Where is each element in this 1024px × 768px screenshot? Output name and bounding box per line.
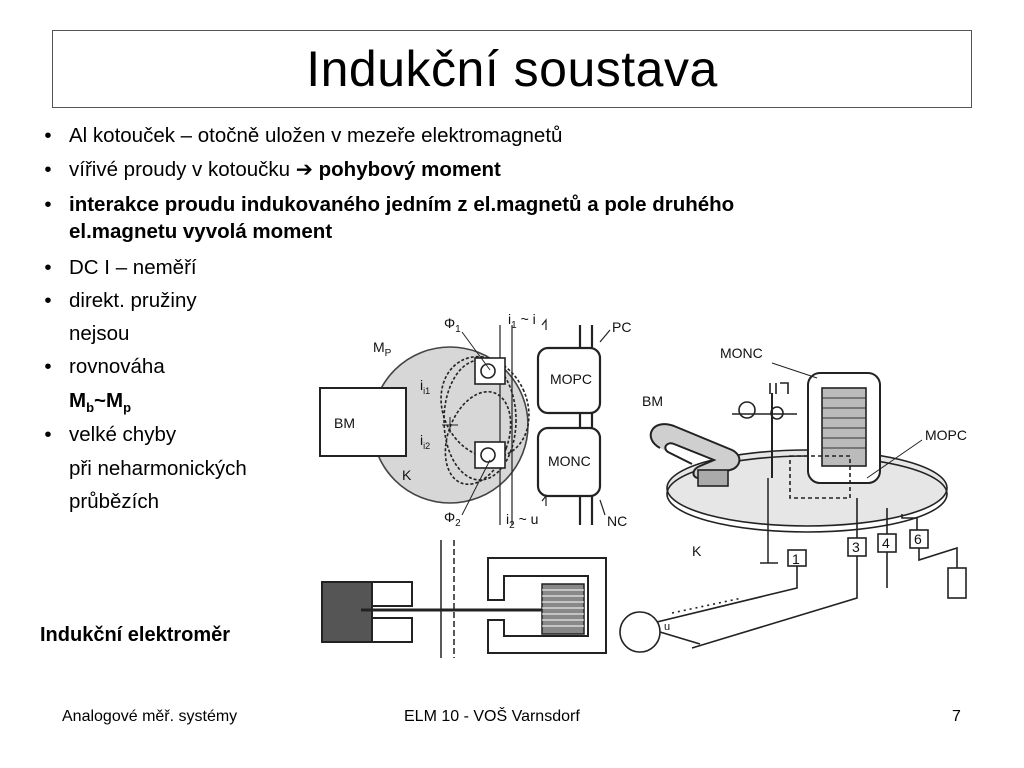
svg-text:ii1: ii1 <box>420 377 430 396</box>
bullet-dot: • <box>44 355 52 378</box>
title-box: Indukční soustava <box>52 30 972 108</box>
svg-text:MP: MP <box>373 339 392 359</box>
bullet-dot: • <box>44 158 52 181</box>
svg-text:Φ1: Φ1 <box>444 315 461 335</box>
bullet-dot: • <box>44 124 52 147</box>
svg-text:Φ2: Φ2 <box>444 509 461 529</box>
electricity-meter-3d-diagram: MONC MOPC BM K 1 3 4 6 u <box>619 345 967 653</box>
slide-title: Indukční soustava <box>306 41 718 97</box>
svg-text:3: 3 <box>852 539 860 555</box>
svg-text:MONC: MONC <box>720 345 763 361</box>
svg-text:MOPC: MOPC <box>550 371 592 387</box>
induction-system-diagram: MP Φ1 Φ2 i1 ~ i i2 ~ u PC NC BM K MOPC M… <box>319 311 631 531</box>
svg-text:6: 6 <box>914 531 922 547</box>
svg-text:K: K <box>402 467 412 483</box>
svg-text:ii2: ii2 <box>420 432 430 451</box>
cross-section-diagram <box>321 540 607 658</box>
bullet-dot: • <box>44 423 52 446</box>
svg-text:MONC: MONC <box>548 453 591 469</box>
bullet-dot: • <box>44 256 52 279</box>
arrow-right-icon: ➔ <box>295 158 313 181</box>
svg-text:K: K <box>692 543 702 559</box>
footer-center: ELM 10 - VOŠ Varnsdorf <box>404 708 580 725</box>
svg-text:BM: BM <box>642 393 663 409</box>
svg-text:PC: PC <box>612 319 631 335</box>
bullet-dot: • <box>44 289 52 312</box>
bullet-dot: • <box>44 193 52 216</box>
bullet-2-text: vířivé proudy v kotoučku <box>69 158 291 181</box>
bullet-2-bold: pohybový moment <box>318 158 501 181</box>
svg-text:i1 ~ i: i1 ~ i <box>508 311 536 331</box>
svg-text:MOPC: MOPC <box>925 427 967 443</box>
svg-text:BM: BM <box>334 415 355 431</box>
svg-text:4: 4 <box>882 535 890 551</box>
figure-caption: Indukční elektroměr <box>40 624 231 646</box>
svg-text:i2 ~ u: i2 ~ u <box>506 511 538 531</box>
footer-left: Analogové měř. systémy <box>62 708 238 725</box>
svg-text:1: 1 <box>792 551 800 567</box>
svg-text:NC: NC <box>607 513 627 529</box>
page-number: 7 <box>952 708 961 725</box>
svg-text:u: u <box>664 621 670 633</box>
